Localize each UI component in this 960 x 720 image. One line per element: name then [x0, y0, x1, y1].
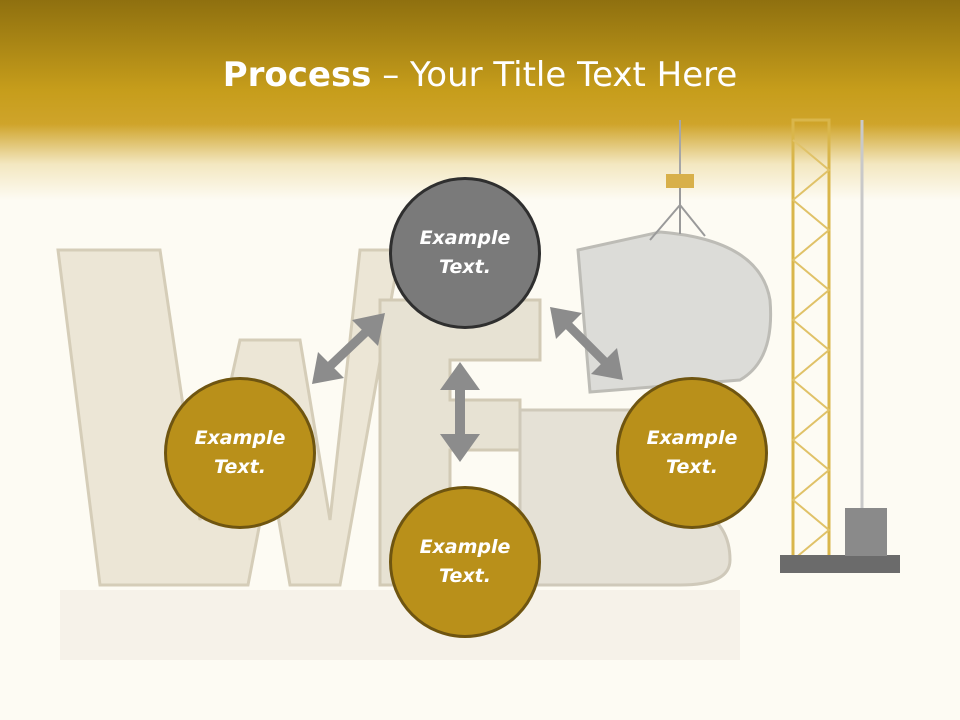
double-arrow-right-diagonal	[550, 307, 623, 380]
double-arrow-left-diagonal	[312, 313, 385, 384]
circle-bottom: Example Text.	[389, 486, 541, 638]
circle-left-text: Example Text.	[194, 427, 286, 478]
header-band	[0, 0, 960, 200]
double-arrow-vertical	[440, 362, 480, 462]
circle-top-text: Example Text.	[419, 227, 511, 278]
circle-left: Example Text.	[164, 377, 316, 529]
circle-right-text: Example Text.	[646, 427, 738, 478]
circle-bottom-text: Example Text.	[419, 536, 511, 587]
title-bold: Process	[222, 55, 372, 95]
circle-right: Example Text.	[616, 377, 768, 529]
slide-title: Process – Your Title Text Here	[0, 52, 960, 98]
circle-top: Example Text.	[389, 177, 541, 329]
title-rest: – Your Title Text Here	[371, 55, 738, 95]
